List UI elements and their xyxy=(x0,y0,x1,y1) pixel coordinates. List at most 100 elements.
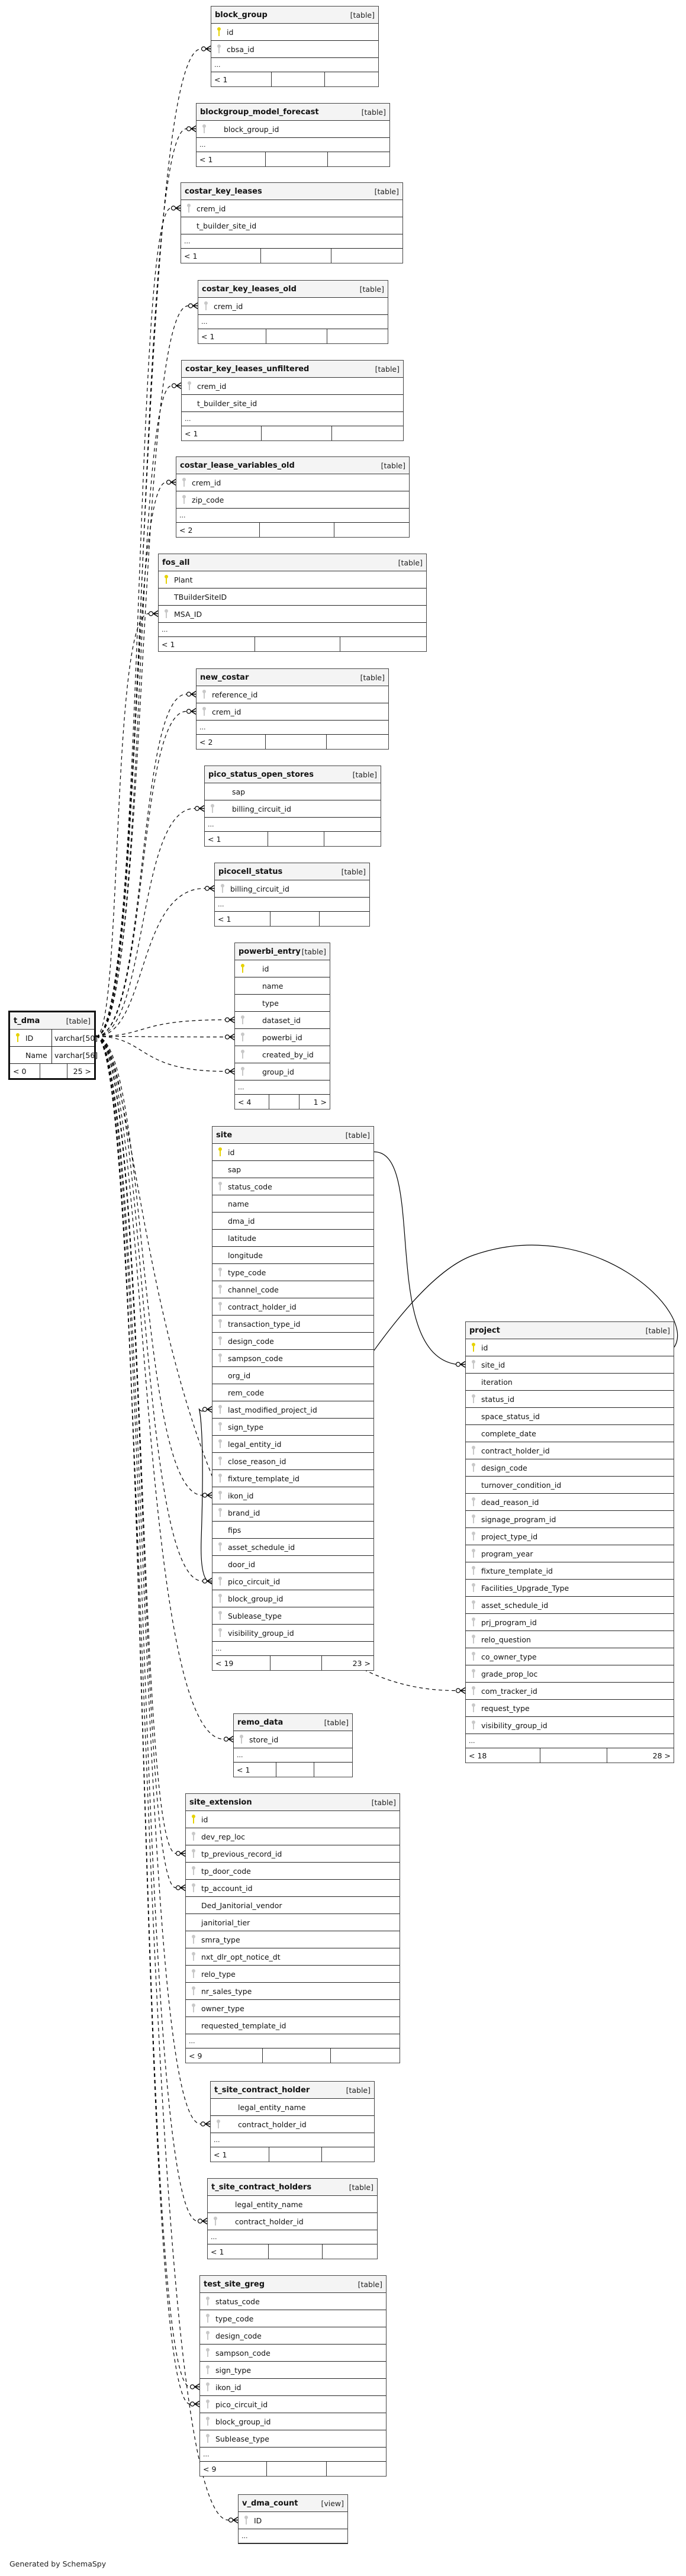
column-row[interactable]: channel_code xyxy=(212,1281,373,1298)
table-name[interactable]: t_site_contract_holder xyxy=(214,2085,310,2095)
column-row[interactable]: visibility_group_id xyxy=(466,1717,674,1734)
column-row[interactable]: created_by_id xyxy=(235,1046,330,1063)
more-columns[interactable]: ... xyxy=(159,623,426,637)
child-count[interactable] xyxy=(324,832,381,846)
column-row[interactable]: legal_entity_name xyxy=(208,2196,377,2213)
table-header[interactable]: site[table] xyxy=(212,1127,373,1144)
table-picocell-status[interactable]: picocell_status[table]billing_circuit_id… xyxy=(214,863,370,927)
column-row[interactable]: t_builder_site_id xyxy=(181,217,402,234)
child-count[interactable] xyxy=(331,2048,400,2063)
child-count[interactable] xyxy=(314,1763,352,1777)
column-row[interactable]: contract_holder_id xyxy=(208,2213,377,2230)
column-row[interactable]: visibility_group_id xyxy=(212,1625,373,1642)
table-name[interactable]: v_dma_count xyxy=(242,2498,298,2508)
table-t-site-contract-holder[interactable]: t_site_contract_holder[table]legal_entit… xyxy=(210,2081,375,2162)
table-header[interactable]: costar_key_leases[table] xyxy=(181,183,402,200)
table-header[interactable]: remo_data[table] xyxy=(234,1714,352,1731)
parent-count[interactable]: < 1 xyxy=(234,1763,276,1777)
column-row[interactable]: legal_entity_id xyxy=(212,1436,373,1453)
column-row[interactable]: dev_rep_loc xyxy=(186,1828,400,1845)
parent-count[interactable]: < 1 xyxy=(215,912,270,926)
column-row[interactable]: design_code xyxy=(200,2327,386,2345)
column-row[interactable]: rem_code xyxy=(212,1384,373,1401)
column-row[interactable]: grade_prop_loc xyxy=(466,1665,674,1683)
column-row[interactable]: Sublease_type xyxy=(200,2430,386,2448)
table-name[interactable]: site_extension xyxy=(189,1797,252,1807)
column-row[interactable]: co_owner_type xyxy=(466,1648,674,1665)
column-row[interactable]: block_group_id xyxy=(197,121,389,138)
table-remo-data[interactable]: remo_data[table]store_id...< 1 xyxy=(233,1713,353,1777)
table-header[interactable]: test_site_greg[table] xyxy=(200,2276,386,2293)
column-row[interactable]: nxt_dlr_opt_notice_dt xyxy=(186,1948,400,1966)
column-row[interactable]: janitorial_tier xyxy=(186,1914,400,1931)
table-name[interactable]: remo_data xyxy=(237,1718,284,1727)
column-row[interactable]: smra_type xyxy=(186,1931,400,1948)
column-row[interactable]: cbsa_id xyxy=(211,41,378,58)
column-row[interactable]: status_code xyxy=(200,2293,386,2310)
column-row[interactable]: block_group_id xyxy=(200,2413,386,2430)
column-row[interactable]: dataset_id xyxy=(235,1012,330,1029)
column-row[interactable]: design_code xyxy=(466,1459,674,1477)
table-name[interactable]: costar_key_leases_unfiltered xyxy=(185,364,310,374)
column-row[interactable]: close_reason_id xyxy=(212,1453,373,1470)
table-name[interactable]: costar_key_leases xyxy=(185,186,262,196)
table-name[interactable]: test_site_greg xyxy=(204,2279,265,2289)
column-row[interactable]: store_id xyxy=(234,1731,352,1748)
column-row[interactable]: latitude xyxy=(212,1230,373,1247)
more-columns[interactable]: ... xyxy=(181,234,402,249)
column-row[interactable]: dead_reason_id xyxy=(466,1494,674,1511)
column-row[interactable]: ID xyxy=(239,2512,347,2529)
parent-count[interactable]: < 1 xyxy=(181,249,261,263)
table-header[interactable]: costar_key_leases_unfiltered[table] xyxy=(182,361,403,378)
column-row[interactable]: prj_program_id xyxy=(466,1614,674,1631)
table-name[interactable]: project xyxy=(469,1326,500,1335)
column-row[interactable]: crem_id xyxy=(198,298,388,315)
table-header[interactable]: t_site_contract_holders[table] xyxy=(208,2179,377,2196)
column-row[interactable]: sign_type xyxy=(212,1419,373,1436)
column-row[interactable]: tp_door_code xyxy=(186,1863,400,1880)
child-count[interactable] xyxy=(323,2244,377,2259)
parent-count[interactable]: < 1 xyxy=(197,152,266,166)
column-row[interactable]: block_group_id xyxy=(212,1590,373,1607)
column-row[interactable]: name xyxy=(212,1195,373,1213)
column-row[interactable]: crem_id xyxy=(197,703,388,721)
table-header[interactable]: fos_all[table] xyxy=(159,554,426,571)
child-count[interactable] xyxy=(322,2147,374,2162)
column-row[interactable]: last_modified_project_id xyxy=(212,1401,373,1419)
more-columns[interactable]: ... xyxy=(211,58,378,72)
parent-count[interactable]: < 1 xyxy=(159,637,255,651)
column-row[interactable]: zip_code xyxy=(176,491,409,509)
column-row[interactable]: iteration xyxy=(466,1374,674,1391)
column-row[interactable]: type_code xyxy=(212,1264,373,1281)
more-columns[interactable]: ... xyxy=(200,2448,386,2462)
parent-count[interactable]: < 0 xyxy=(10,1064,41,1078)
table-header[interactable]: blockgroup_model_forecast[table] xyxy=(197,104,389,121)
column-row[interactable]: project_type_id xyxy=(466,1528,674,1545)
parent-count[interactable]: < 1 xyxy=(211,72,272,86)
column-row[interactable]: reference_id xyxy=(197,686,388,703)
child-count[interactable]: 28 > xyxy=(652,1751,671,1760)
column-row[interactable]: site_id xyxy=(466,1356,674,1374)
column-row[interactable]: pico_circuit_id xyxy=(212,1573,373,1590)
column-row[interactable]: contract_holder_id xyxy=(212,1298,373,1316)
column-row[interactable]: transaction_type_id xyxy=(212,1316,373,1333)
table-header[interactable]: new_costar[table] xyxy=(197,669,388,686)
column-row[interactable]: Ded_Janitorial_vendor xyxy=(186,1897,400,1914)
parent-count[interactable]: < 1 xyxy=(182,426,262,440)
column-row[interactable]: sampson_code xyxy=(200,2345,386,2362)
column-row[interactable]: relo_question xyxy=(466,1631,674,1648)
parent-count[interactable]: < 9 xyxy=(186,2048,263,2063)
column-row[interactable]: space_status_id xyxy=(466,1408,674,1425)
column-row[interactable]: sign_type xyxy=(200,2362,386,2379)
column-row[interactable]: id xyxy=(211,24,378,41)
table-name[interactable]: costar_key_leases_old xyxy=(202,284,297,294)
more-columns[interactable]: ... xyxy=(239,2529,347,2543)
column-row[interactable]: asset_schedule_id xyxy=(466,1597,674,1614)
